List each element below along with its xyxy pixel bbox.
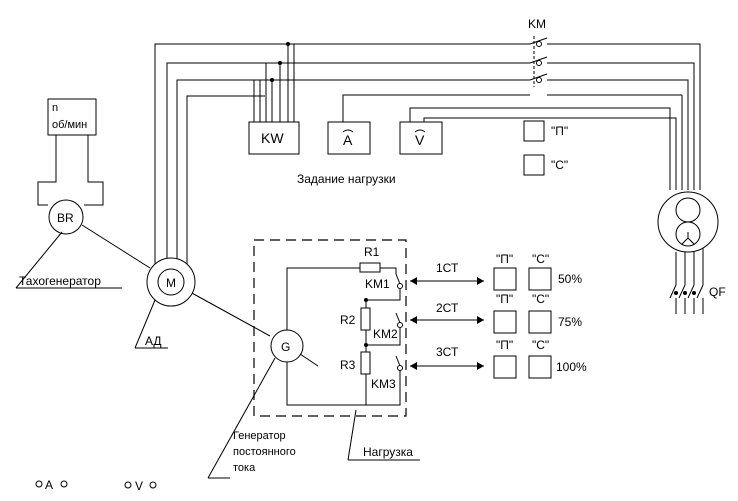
km-label: KM: [528, 17, 546, 31]
km1-label: KM1: [365, 277, 390, 291]
shaft-br-motor: [81, 224, 151, 269]
r2-label: R2: [340, 313, 356, 327]
step2-p-label: "П": [496, 292, 513, 306]
load-task-label: Задание нагрузки: [297, 172, 396, 186]
step3-label: 3СТ: [436, 345, 459, 359]
ammeter-label: A: [343, 132, 353, 148]
tachogenerator: BR Тахогенератор: [15, 199, 122, 289]
km-contactor: KM: [528, 17, 548, 87]
shaft-motor-generator: [189, 291, 271, 337]
voltmeter: V: [399, 121, 443, 155]
supply-lines: [154, 42, 701, 270]
load-caption: Нагрузка: [363, 445, 413, 459]
step3-p-label: "П": [496, 338, 513, 352]
step3-start-button[interactable]: [493, 355, 517, 379]
kw-meter-label: KW: [261, 130, 284, 146]
ammeter: A: [327, 121, 371, 155]
step1-s-label: "С": [532, 252, 549, 266]
r3-label: R3: [340, 358, 356, 372]
step1-p-label: "П": [496, 252, 513, 266]
generator-caption-2: постоянного: [233, 446, 296, 458]
step3-stop-button[interactable]: [528, 355, 552, 379]
voltmeter-label: V: [415, 132, 425, 148]
generator-caption-1: Генератор: [233, 430, 286, 442]
generator-label: G: [281, 340, 290, 354]
main-stop-label: "С": [551, 158, 568, 172]
tachometer: n об/мин: [37, 98, 104, 206]
br-label: BR: [57, 211, 74, 225]
kw-meter: KW: [248, 121, 300, 155]
step2-label: 2СТ: [436, 301, 459, 315]
tachometer-unit-rpm: об/мин: [52, 119, 87, 131]
km3-label: KM3: [371, 377, 396, 391]
step2-s-label: "С": [532, 292, 549, 306]
main-start-button[interactable]: [523, 120, 545, 142]
step2-stop-button[interactable]: [528, 310, 552, 334]
step-arrows: 1СТ 2СТ 3СТ: [410, 261, 484, 370]
induction-motor: M АД: [134, 257, 196, 349]
step3-percent: 100%: [556, 360, 587, 374]
load-frame: R1 KM1 R2 KM2 R3 KM3 Нагрузка: [253, 239, 420, 461]
terminal-v-label: V: [135, 479, 143, 493]
tachogenerator-label: Тахогенератор: [19, 274, 101, 288]
step2-start-button[interactable]: [493, 310, 517, 334]
main-stop-button[interactable]: [523, 154, 545, 176]
km2-label: KM2: [373, 327, 398, 341]
step1-percent: 50%: [558, 272, 582, 286]
step-buttons: "П" "С" 50% "П" "С" 75% "П" "С" 100%: [493, 252, 587, 379]
tachometer-unit-n: n: [52, 102, 58, 114]
main-start-label: "П": [551, 124, 568, 138]
qf-breaker: QF: [669, 284, 726, 314]
step2-percent: 75%: [558, 315, 582, 329]
step1-label: 1СТ: [436, 261, 459, 275]
generator-caption-3: тока: [233, 462, 256, 474]
step1-start-button[interactable]: [493, 267, 517, 291]
step3-s-label: "С": [532, 338, 549, 352]
bottom-terminals: A V: [35, 478, 157, 493]
qf-label: QF: [709, 285, 726, 299]
motor-label: M: [166, 276, 176, 290]
step1-stop-button[interactable]: [528, 267, 552, 291]
terminal-a-label: A: [45, 478, 53, 492]
transformer: [657, 191, 719, 285]
dc-generator: G Генератор постоянного тока: [207, 329, 319, 479]
r1-label: R1: [364, 245, 380, 259]
motor-caption: АД: [145, 334, 162, 348]
